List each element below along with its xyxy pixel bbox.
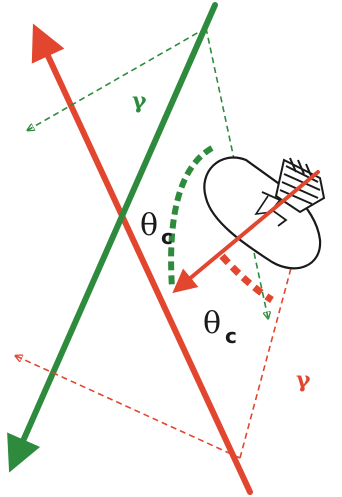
theta-label-upper: θ — [140, 208, 158, 243]
red-gamma-arrow — [16, 356, 240, 458]
theta-label-lower: θ — [203, 306, 221, 341]
green-mirror-line — [12, 5, 215, 466]
theta-sub-upper: c — [161, 225, 173, 249]
gamma-label-red: γ — [296, 367, 311, 393]
gamma-label-green: γ — [132, 88, 147, 114]
red-angle-arc — [222, 256, 272, 300]
theta-sub-lower: c — [225, 324, 237, 348]
